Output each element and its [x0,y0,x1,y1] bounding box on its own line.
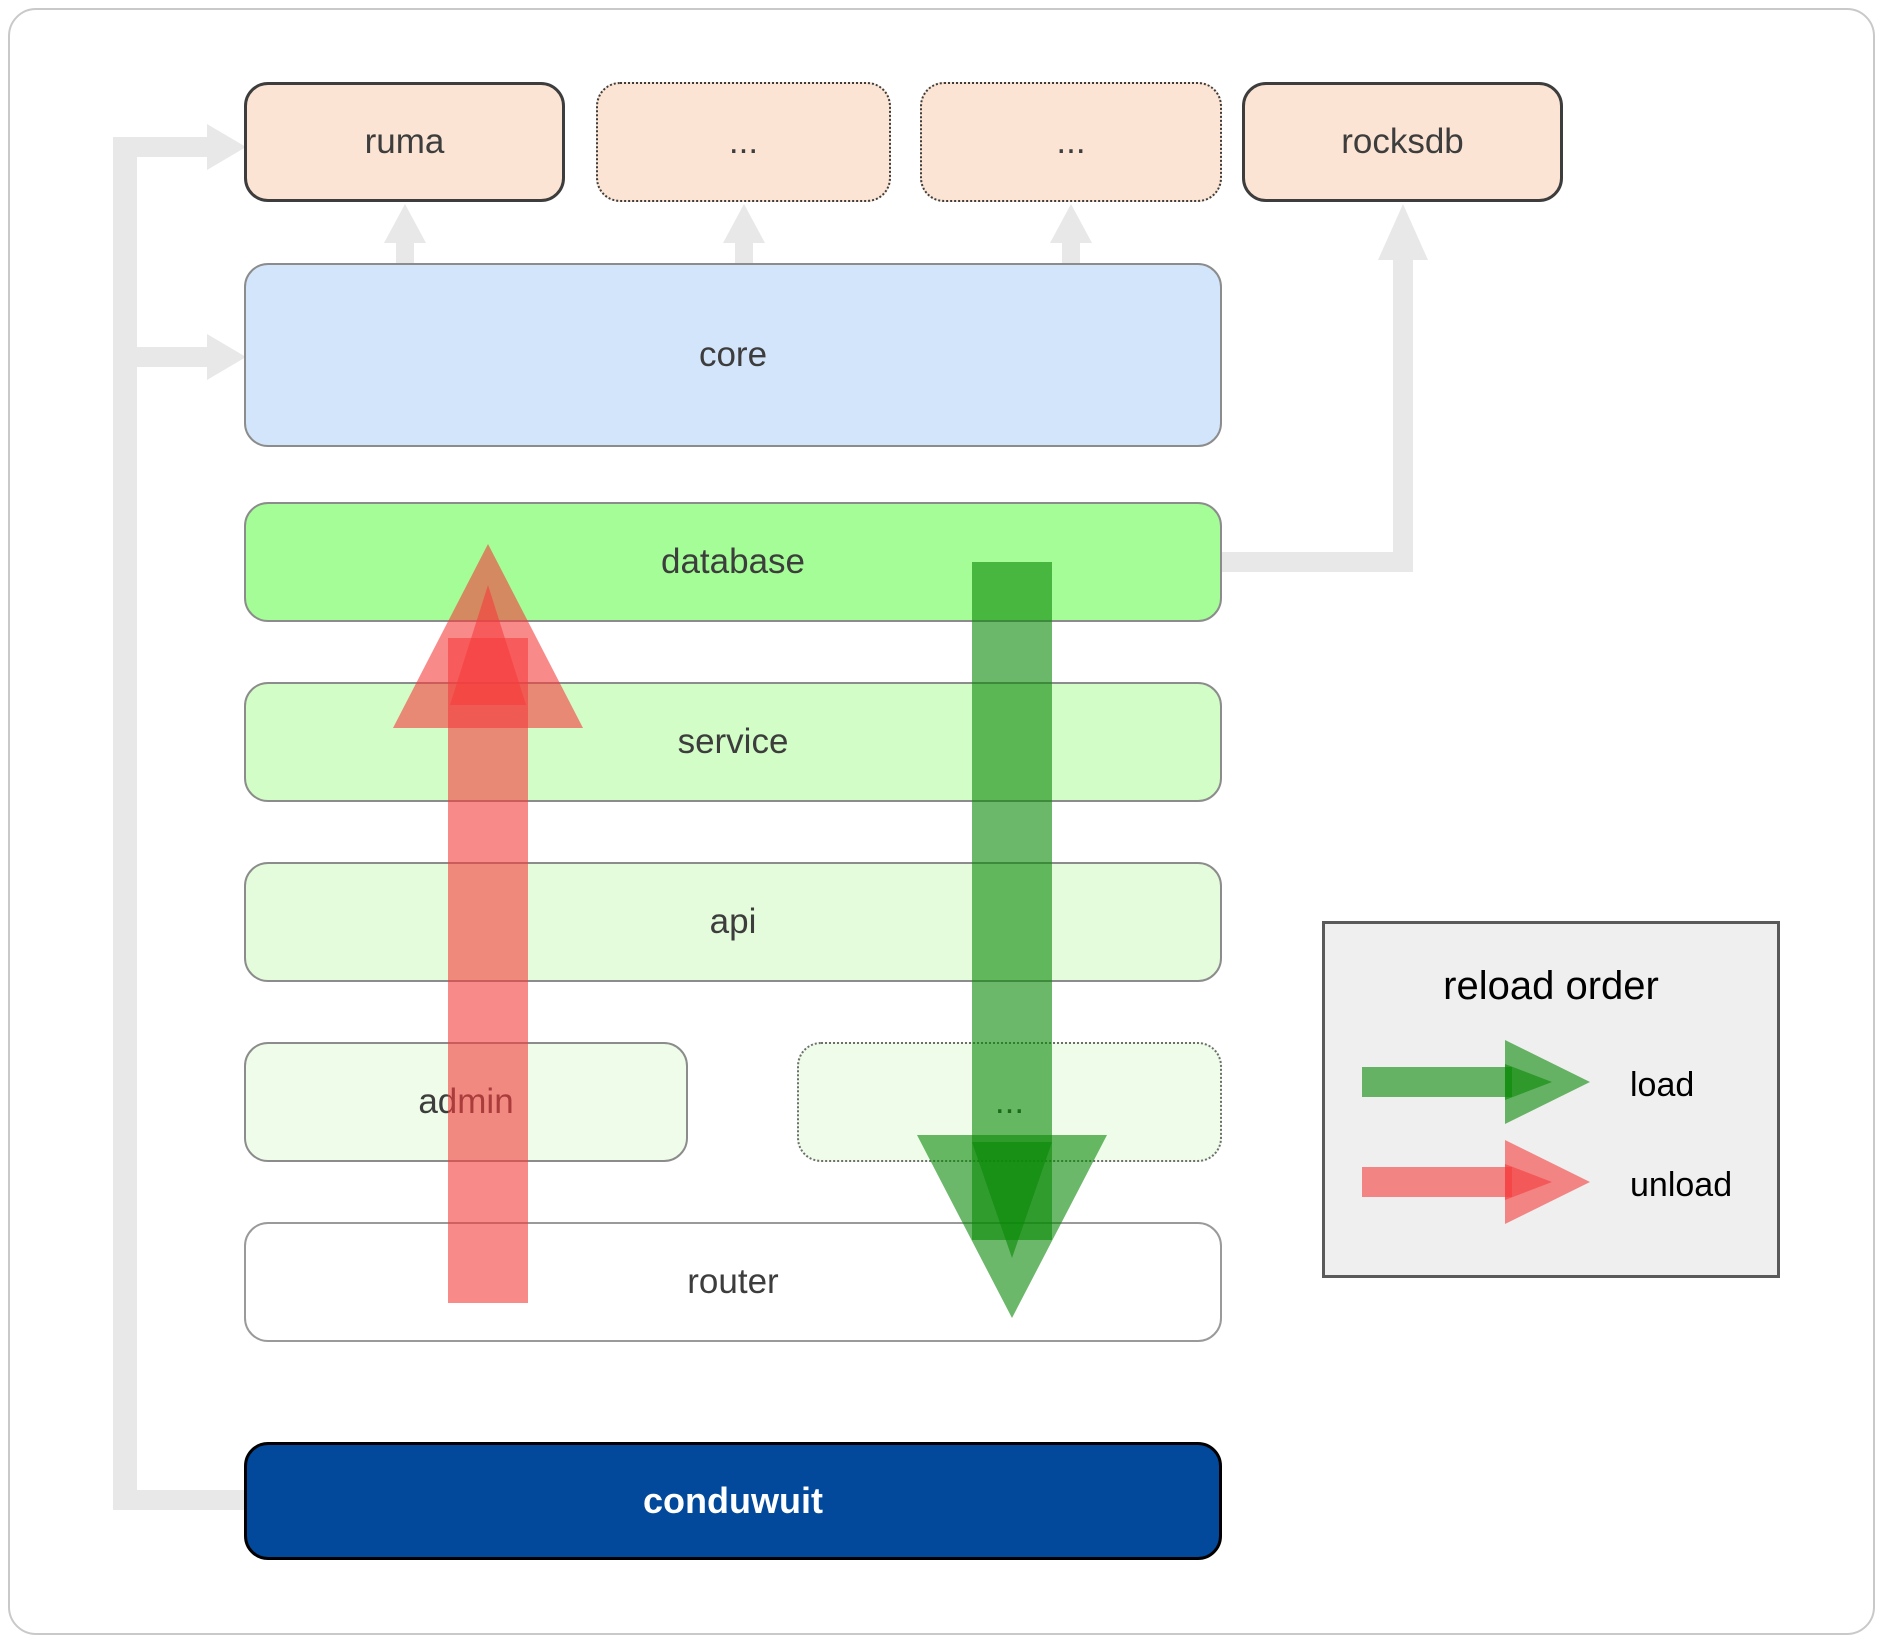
node-rocksdb-label: rocksdb [1341,122,1464,161]
node-router-label: router [687,1262,779,1301]
node-ruma: ruma [244,82,565,202]
node-ellipsis-2-label: ... [1056,122,1086,161]
node-service: service [244,682,1222,802]
legend-reload-order: reload order load unload [1322,921,1780,1278]
arrowhead-into-ruma [207,124,246,170]
node-rocksdb: rocksdb [1242,82,1563,202]
legend-load-label: load [1630,1066,1695,1104]
node-service-label: service [677,722,789,761]
node-ellipsis-1: ... [596,82,891,202]
node-conduwuit: conduwuit [244,1442,1222,1560]
node-ellipsis-3-label: ... [994,1082,1025,1121]
node-core-label: core [698,335,768,374]
node-api-label: api [709,902,757,941]
outer-frame [8,8,1875,1635]
node-core: core [244,263,1222,447]
arrowhead-into-rocksdb [1378,204,1428,260]
node-ellipsis-3: ... [797,1042,1222,1162]
node-api: api [244,862,1222,982]
core-to-top-arrows [384,204,1092,264]
node-admin: admin [244,1042,688,1162]
node-ruma-label: ruma [364,122,445,161]
database-to-rocksdb-elbow [1222,204,1428,572]
node-admin-label: admin [418,1082,514,1121]
node-database-label: database [660,542,806,581]
node-database: database [244,502,1222,622]
legend-title: reload order [1443,964,1659,1008]
node-ellipsis-1-label: ... [728,122,759,161]
arrowhead-into-core [207,334,246,380]
legend-unload-label: unload [1630,1166,1733,1204]
node-ellipsis-2: ... [920,82,1222,202]
conduwuit-to-ruma-core-elbow [113,124,246,1510]
node-conduwuit-label: conduwuit [643,1480,823,1521]
node-router: router [244,1222,1222,1342]
